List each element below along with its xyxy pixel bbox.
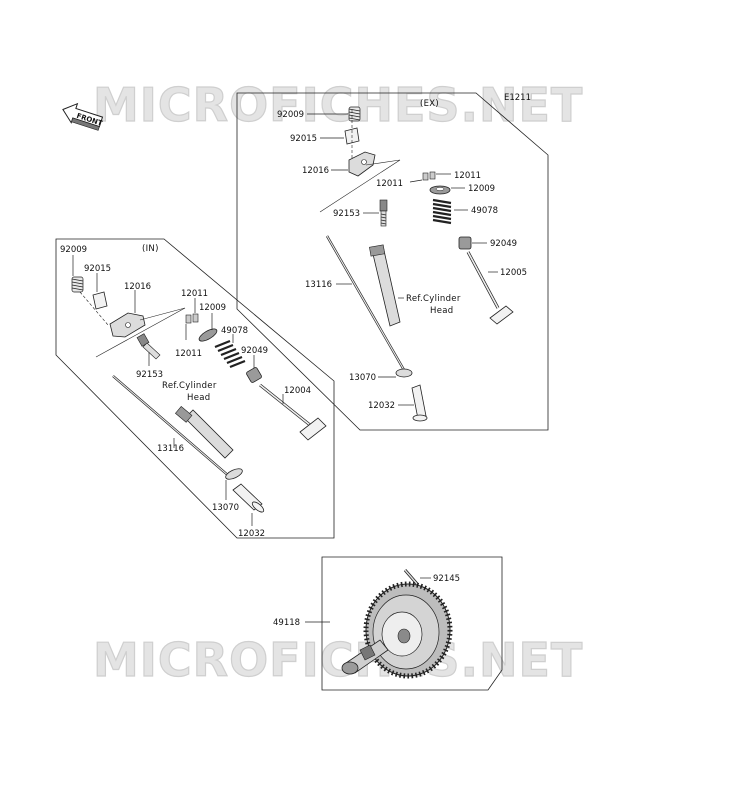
in-part-12032: 12032 [232,483,265,539]
ex-label-12005: 12005 [500,268,527,278]
in-label-12011b: 12011 [175,349,202,359]
in-part-13116: 13116 [112,375,231,478]
ex-label-92153: 92153 [333,209,360,219]
in-label-13116: 13116 [157,444,184,454]
in-part-12009: 12009 [198,303,226,342]
exhaust-group-frame [236,92,549,431]
ex-part-12011: 12011 12011 [376,171,481,189]
in-label-92009: 92009 [60,245,87,255]
in-label-12011a: 12011 [181,289,208,299]
ex-label-12009: 12009 [468,184,495,194]
in-label-12009: 12009 [199,303,226,313]
ex-part-92049: 92049 [458,236,517,250]
ex-ref-label-line2: Head [430,306,453,316]
ex-part-13070: 13070 [349,368,413,383]
in-label-49078: 49078 [221,326,248,336]
intake-group-frame [55,238,335,539]
figure-code: E1211 [504,93,531,103]
in-part-12004: 12004 [259,383,327,441]
in-part-49078: 49078 [214,326,248,369]
in-part-13070: 13070 [212,468,243,513]
in-label-12004: 12004 [284,386,311,396]
camshaft-group-frame [321,556,503,691]
exhaust-group-title: (EX) [420,99,439,109]
ex-part-12032: 12032 [368,384,428,422]
ex-label-12011b: 12011 [376,179,403,189]
watermark-top: MICROFICHES.NET [93,78,583,132]
in-part-92049: 92049 [241,346,268,383]
camshaft-group: 92145 49118 [273,556,503,691]
watermark-bottom: MICROFICHES.NET [93,633,583,687]
in-valve-guide: Ref.Cylinder Head [162,381,234,459]
ex-valve-guide: Ref.Cylinder Head [369,244,461,327]
ex-label-49078: 49078 [471,206,498,216]
cam-part-49118: 49118 [273,581,453,679]
in-ref-label-line2: Head [187,393,210,403]
in-label-92015: 92015 [84,264,111,274]
in-label-13070: 13070 [212,503,239,513]
ex-ref-label-line1: Ref.Cylinder [406,294,461,304]
front-arrow-icon: FRONT [62,102,104,131]
in-part-92015: 92015 [84,264,111,310]
exhaust-group: (EX) 92009 92015 12016 [236,92,549,431]
in-label-92049: 92049 [241,346,268,356]
in-label-92153: 92153 [136,370,163,380]
cam-part-92145: 92145 [403,569,460,586]
ex-label-12011a: 12011 [454,171,481,181]
in-part-12011: 12011 12011 [175,289,208,359]
ex-label-13116: 13116 [305,280,332,290]
intake-group: (IN) 92009 92015 12016 [55,238,335,539]
in-part-12016: 12016 [109,282,151,338]
in-label-12032: 12032 [238,529,265,539]
ex-label-13070: 13070 [349,373,376,383]
ex-part-49078: 49078 [432,198,498,225]
in-label-12016: 12016 [124,282,151,292]
in-ref-label-line1: Ref.Cylinder [162,381,217,391]
cam-label-92145: 92145 [433,574,460,584]
intake-group-title: (IN) [142,244,159,254]
ex-part-12016: 12016 [302,151,376,177]
ex-part-13116: 13116 [305,235,406,371]
ex-part-12005: 12005 [466,251,527,325]
ex-label-12032: 12032 [368,401,395,411]
ex-part-92153: 92153 [333,199,388,227]
ex-label-92015: 92015 [290,134,317,144]
ex-label-92009: 92009 [277,110,304,120]
cam-label-49118: 49118 [273,618,300,628]
ex-label-12016: 12016 [302,166,329,176]
ex-label-92049: 92049 [490,239,517,249]
in-part-92009: 92009 [60,245,87,293]
in-part-92153: 92153 [136,333,163,380]
ex-part-12009: 12009 [429,184,495,195]
